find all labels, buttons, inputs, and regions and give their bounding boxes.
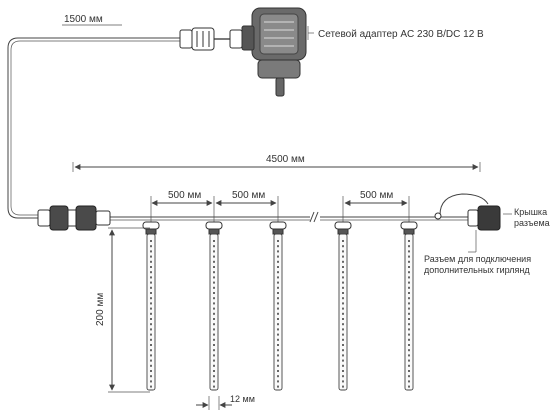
spacing-label-3: 500 мм — [360, 190, 393, 201]
spacing-dimension-2: 500 мм — [213, 190, 279, 224]
icicle-tube — [400, 221, 418, 391]
spacing-label-1: 500 мм — [168, 190, 201, 201]
cap-callout: Крышка разъема — [503, 207, 550, 228]
icicle-tube — [334, 221, 352, 391]
power-adapter-icon — [241, 7, 307, 97]
icicle-tubes — [142, 221, 418, 391]
tube-height-dimension: 200 мм — [95, 227, 150, 393]
plug-connector-icon — [179, 27, 243, 51]
icicle-tube — [205, 221, 223, 391]
main-wire — [110, 211, 470, 223]
connector-label-line2: дополнительных гирлянд — [424, 265, 530, 275]
total-length-label: 4500 мм — [266, 154, 305, 165]
icicle-tube — [269, 221, 287, 391]
cap-label-line1: Крышка — [514, 207, 547, 217]
cap-label-line2: разъема — [514, 218, 550, 228]
tube-width-dimension: 12 мм — [196, 394, 255, 410]
tube-height-label: 200 мм — [95, 293, 106, 326]
input-cable-label: 1500 мм — [64, 14, 103, 25]
total-length-dimension: 4500 мм — [72, 154, 481, 172]
tube-width-label: 12 мм — [230, 394, 255, 404]
adapter-callout: Сетевой адаптер AC 230 В/DC 12 В — [307, 26, 484, 40]
connector-label-line1: Разъем для подключения — [424, 254, 531, 264]
spacing-dimension-3: 500 мм — [342, 190, 410, 224]
spacing-label-2: 500 мм — [232, 190, 265, 201]
input-cable-dimension: 1500 мм — [62, 14, 122, 26]
connector-callout: Разъем для подключения дополнительных ги… — [424, 230, 531, 275]
adapter-label: Сетевой адаптер AC 230 В/DC 12 В — [318, 29, 484, 40]
end-cap-icon — [434, 193, 489, 220]
spacing-dimension-1: 500 мм — [150, 190, 213, 224]
icicle-tube — [142, 221, 160, 391]
input-connector — [37, 205, 111, 231]
end-connector — [467, 205, 501, 231]
input-cable — [7, 37, 180, 219]
